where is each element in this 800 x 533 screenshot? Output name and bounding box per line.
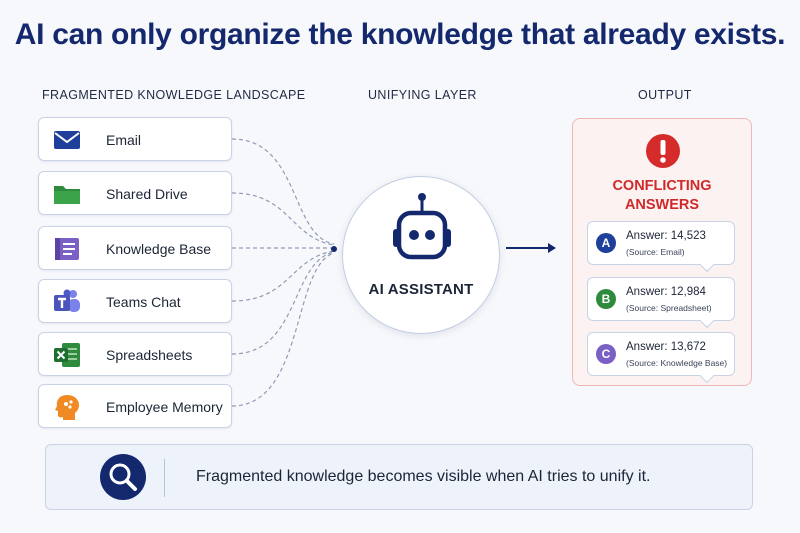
folder-icon	[54, 186, 80, 204]
robot-icon	[393, 193, 451, 260]
source-employee-memory: Employee Memory	[38, 384, 232, 428]
unifying-layer-heading: UNIFYING LAYER	[368, 88, 477, 102]
source-label: Employee Memory	[106, 399, 223, 415]
output-arrow-head	[548, 243, 556, 253]
magnifier-icon	[109, 463, 137, 491]
output-column-heading: OUTPUT	[638, 88, 692, 102]
answer-value: Answer: 12,984	[626, 286, 706, 298]
ai-assistant-label: AI ASSISTANT	[368, 281, 474, 298]
alert-icon	[646, 134, 680, 168]
answer-value: Answer: 13,672	[626, 341, 706, 353]
answer-source: (Source: Spreadsheet)	[626, 303, 712, 313]
answer-source: (Source: Knowledge Base)	[626, 358, 728, 368]
book-icon	[55, 238, 79, 260]
connector-shared-drive	[231, 192, 335, 246]
connector-employee-memory	[231, 252, 335, 407]
spreadsheet-icon	[54, 343, 80, 367]
connector-junction-dot	[331, 246, 337, 252]
head-brain-icon	[55, 395, 79, 420]
footer-banner: Fragmented knowledge becomes visible whe…	[45, 444, 753, 510]
source-label: Spreadsheets	[106, 347, 193, 363]
source-label: Teams Chat	[106, 294, 181, 310]
source-knowledge-base: Knowledge Base	[38, 226, 232, 270]
answer-badge: B	[596, 289, 616, 309]
source-teams-chat: Teams Chat	[38, 279, 232, 323]
source-label: Shared Drive	[106, 186, 188, 202]
connector-teams-chat	[231, 250, 335, 302]
speech-tail	[699, 313, 715, 329]
answer-badge: A	[596, 233, 616, 253]
conflicting-answers-text: CONFLICTING ANSWERS	[612, 178, 712, 213]
email-icon	[54, 131, 80, 149]
output-panel: CONFLICTING ANSWERS A Answer: 14,523 (So…	[572, 118, 752, 386]
connector-email	[231, 138, 335, 245]
answer-value: Answer: 14,523	[626, 230, 706, 242]
source-email: Email	[38, 117, 232, 161]
answer-card-a: A Answer: 14,523 (Source: Email)	[587, 221, 735, 273]
source-label: Email	[106, 132, 142, 148]
teams-icon	[54, 289, 80, 312]
speech-tail	[699, 368, 715, 384]
footer-text: Fragmented knowledge becomes visible whe…	[196, 468, 651, 485]
answer-badge: C	[596, 344, 616, 364]
magnifier-badge	[100, 454, 146, 500]
source-spreadsheets: Spreadsheets	[38, 332, 232, 376]
answer-source: (Source: Email)	[626, 247, 685, 257]
page-title: AI can only organize the knowledge that …	[14, 18, 786, 51]
conflicting-answers-heading: CONFLICTING ANSWERS	[573, 177, 751, 215]
connector-spreadsheets	[231, 251, 335, 355]
ai-assistant-node: AI ASSISTANT	[342, 176, 500, 334]
sources-column-heading: FRAGMENTED KNOWLEDGE LANDSCAPE	[42, 88, 306, 102]
source-label: Knowledge Base	[106, 241, 212, 257]
answer-card-c: C Answer: 13,672 (Source: Knowledge Base…	[587, 332, 735, 384]
answer-card-b: B Answer: 12,984 (Source: Spreadsheet)	[587, 277, 735, 329]
source-shared-drive: Shared Drive	[38, 171, 232, 215]
speech-tail	[699, 257, 715, 273]
footer-separator	[164, 459, 165, 497]
